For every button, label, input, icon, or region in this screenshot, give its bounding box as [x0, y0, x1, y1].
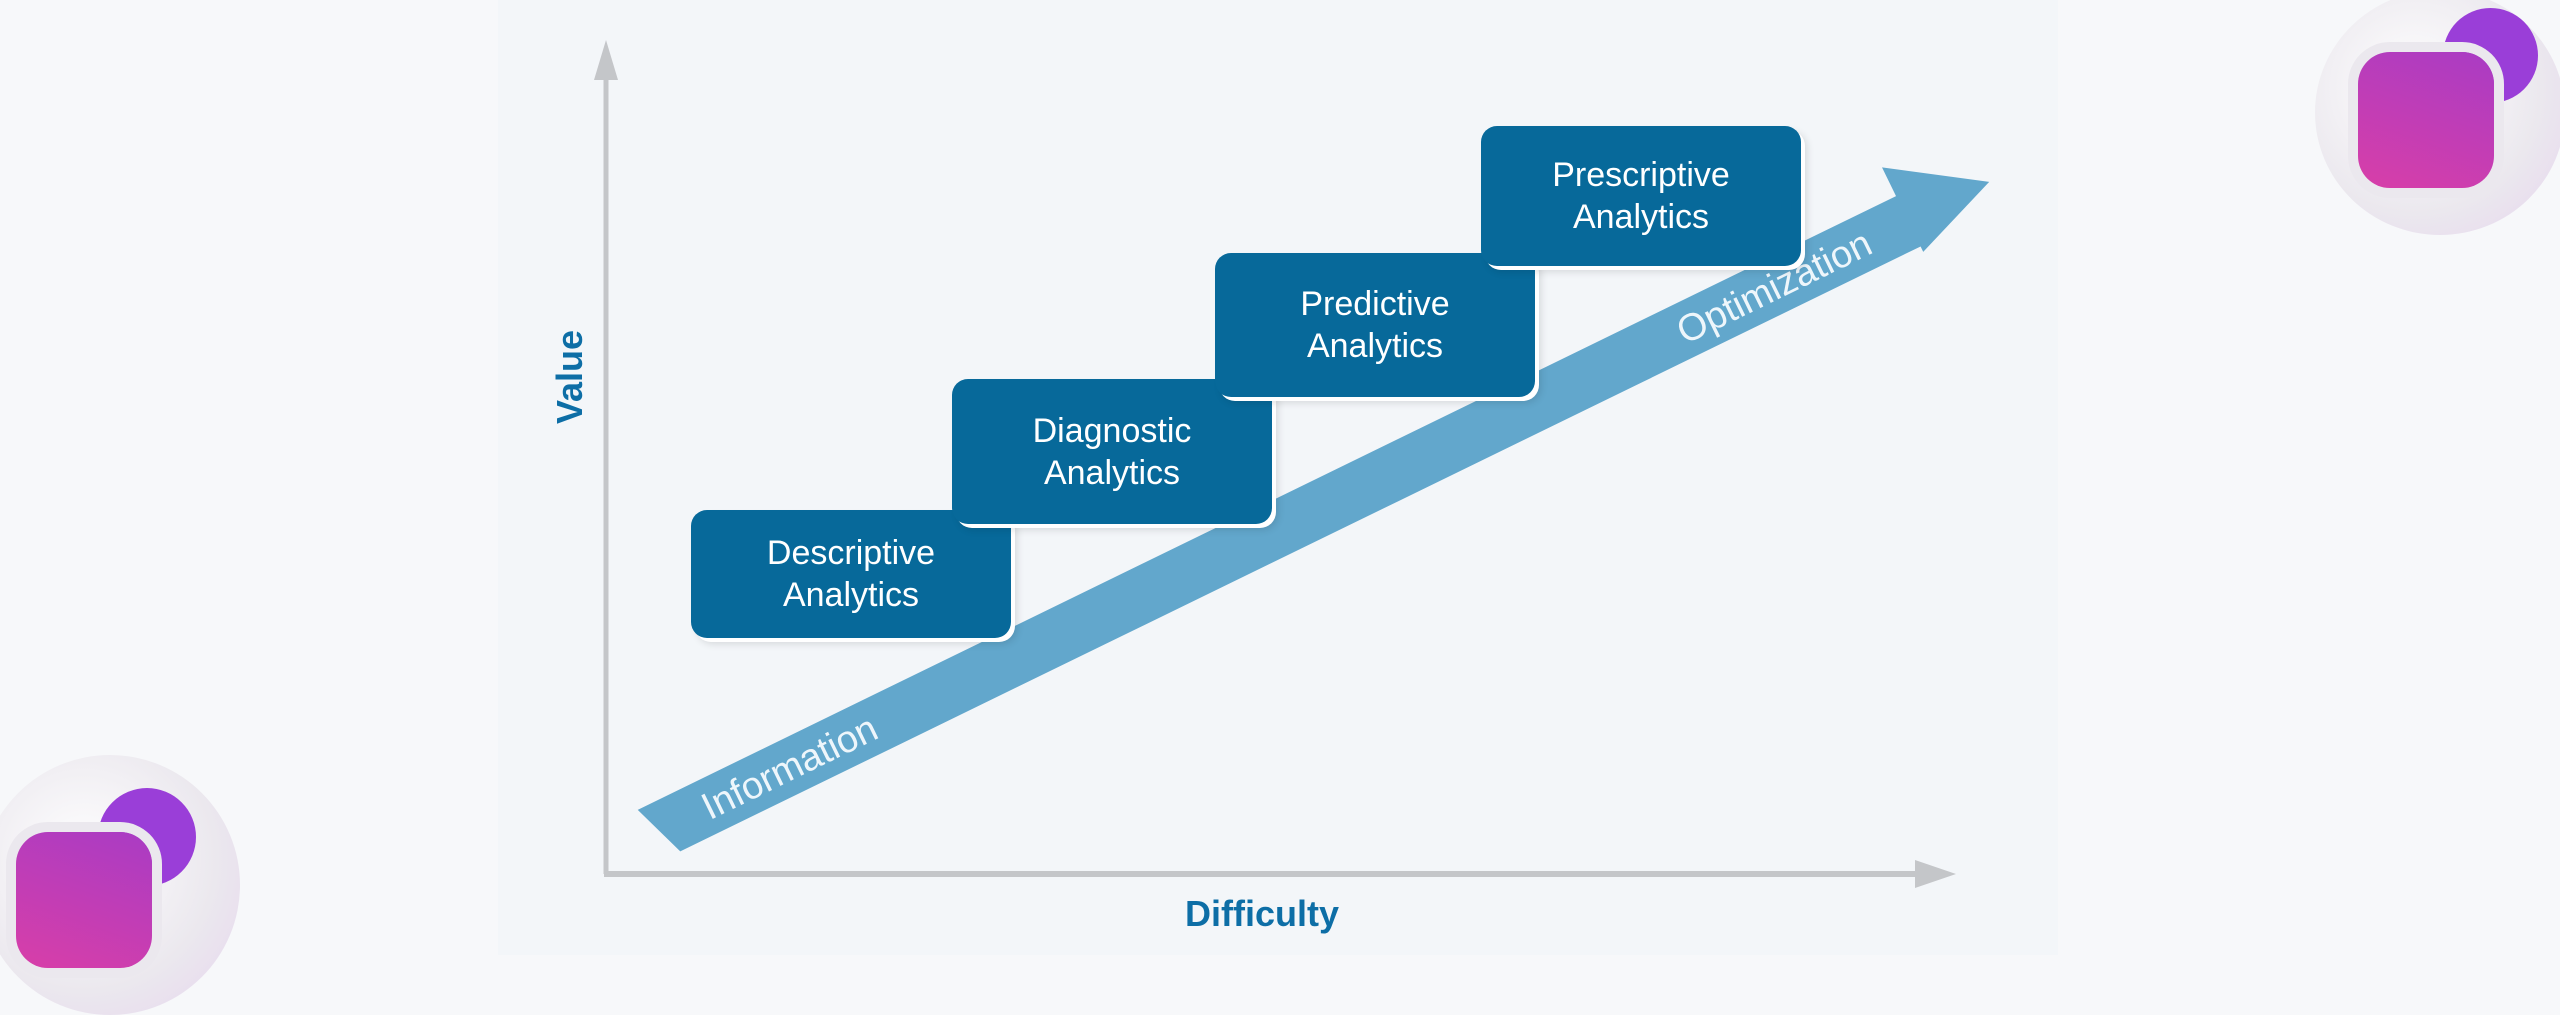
step-label-line1: Diagnostic: [1032, 411, 1192, 450]
step-label-line1: Descriptive: [766, 534, 936, 572]
step-label-line1: Predictive: [1300, 285, 1450, 323]
diagram-canvas: Information Optimization: [594, 40, 1990, 888]
logo-square: [2358, 52, 2494, 188]
step-diagnostic-analytics: Diagnostic Analytics: [952, 379, 1272, 524]
x-axis-label: Difficulty: [1185, 893, 1340, 934]
step-descriptive-analytics: Descriptive Analytics: [691, 510, 1011, 638]
y-axis-label: Value: [549, 329, 590, 425]
logo-square: [16, 832, 152, 968]
step-label-line2: Analytics: [1306, 327, 1444, 365]
step-predictive-analytics: Predictive Analytics: [1215, 253, 1535, 397]
x-axis-arrowhead-icon: [1915, 860, 1956, 888]
step-label-line2: Analytics: [1043, 453, 1181, 492]
arrow-shape: [637, 167, 1990, 852]
y-axis-arrowhead-icon: [594, 40, 618, 80]
step-label-line1: Prescriptive: [1552, 156, 1730, 194]
arrow-label-start: Information: [695, 707, 884, 828]
step-label-line2: Analytics: [782, 576, 920, 614]
step-label-line2: Analytics: [1572, 198, 1710, 236]
step-prescriptive-analytics: Prescriptive Analytics: [1481, 126, 1801, 266]
